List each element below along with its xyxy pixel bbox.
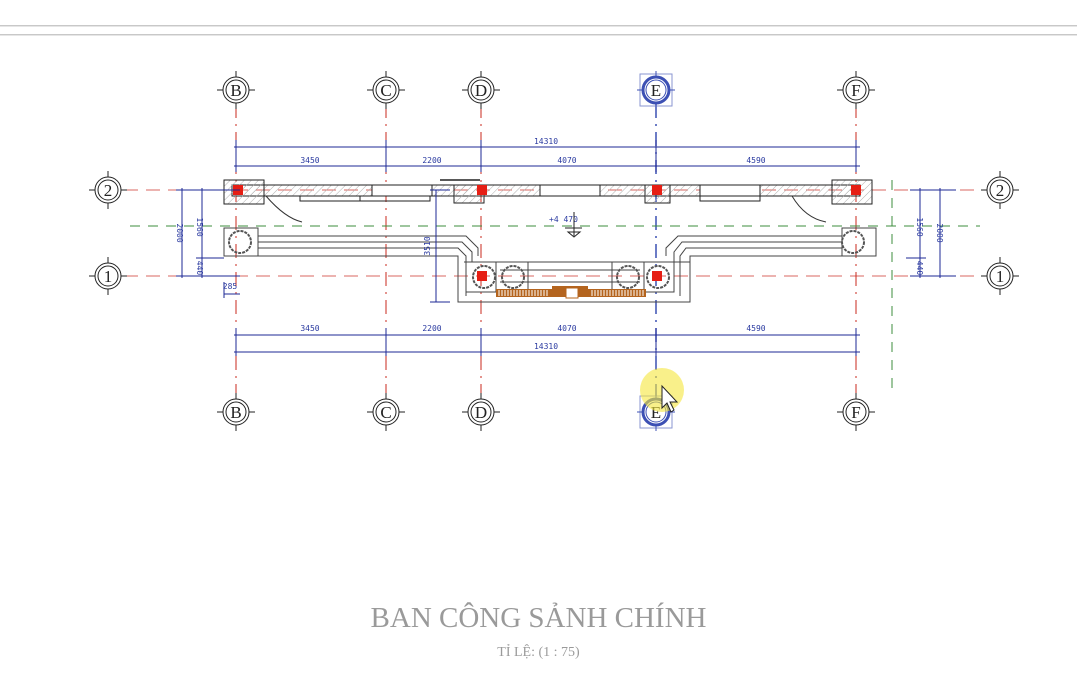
dim-right-lower: 440 <box>915 261 924 276</box>
reference-guides <box>130 180 980 392</box>
dim-bottom-seg-2: 2200 <box>422 324 441 333</box>
bubble-inner-ring <box>97 265 119 287</box>
drawing-title: BAN CÔNG SẢNH CHÍNH <box>370 602 707 634</box>
round-columns <box>228 230 865 289</box>
grid-bubble-left-1[interactable]: 1 <box>89 257 127 295</box>
dim-left-lower: 440 <box>195 261 204 276</box>
bubble-inner-ring <box>645 79 667 101</box>
dim-top-seg-4: 4590 <box>746 156 765 165</box>
dim-left-upper: 1560 <box>195 217 204 236</box>
balcony-walls <box>223 179 873 223</box>
grid-bubble-top-F[interactable]: F <box>837 71 875 109</box>
balcony-slab-outline <box>223 227 877 303</box>
dim-bottom-seg-4: 4590 <box>746 324 765 333</box>
dimension-lines <box>176 140 956 356</box>
window-top-border <box>0 25 1077 27</box>
elevation-label: +4 470 <box>549 215 578 224</box>
round-column <box>616 265 640 289</box>
grid-bubble-bottom-C[interactable]: C <box>367 393 405 431</box>
grid-label: E <box>651 81 661 100</box>
grid-bubble-top-E[interactable]: E <box>637 71 675 109</box>
round-column <box>841 230 865 254</box>
drawing-scale: TỈ LỆ: (1 : 75) <box>497 645 580 660</box>
window-separator <box>0 34 1077 36</box>
structural-column <box>652 271 662 281</box>
dim-top-seg-3: 4070 <box>557 156 576 165</box>
structural-column <box>652 185 662 195</box>
grid-bubble-bottom-B[interactable]: B <box>217 393 255 431</box>
structural-column <box>477 271 487 281</box>
grid-label: D <box>475 403 487 422</box>
grid-bubble-bottom-F[interactable]: F <box>837 393 875 431</box>
grid-label: B <box>230 81 241 100</box>
structural-columns <box>233 185 861 281</box>
grid-label: E <box>651 403 661 422</box>
grid-label: D <box>475 81 487 100</box>
bubble-inner-ring <box>845 79 867 101</box>
round-column <box>472 265 496 289</box>
grid-bubble-right-1[interactable]: 1 <box>981 257 1019 295</box>
bubble-inner-ring <box>225 401 247 423</box>
grid-bubble-left-2[interactable]: 2 <box>89 171 127 209</box>
dim-bottom-seg-1: 3450 <box>300 324 319 333</box>
dim-bottom-seg-3: 4070 <box>557 324 576 333</box>
grid-bubble-right-2[interactable]: 2 <box>981 171 1019 209</box>
grid-label: F <box>851 403 860 422</box>
bubble-inner-ring <box>375 401 397 423</box>
dim-left-outer: 2000 <box>175 223 184 242</box>
dim-top-seg-1: 3450 <box>300 156 319 165</box>
bubble-inner-ring <box>375 79 397 101</box>
grid-bubble-top-B[interactable]: B <box>217 71 255 109</box>
bubble-inner-ring <box>989 265 1011 287</box>
bubble-inner-ring <box>225 79 247 101</box>
bubble-inner-ring <box>97 179 119 201</box>
round-column <box>646 265 670 289</box>
structural-column <box>477 185 487 195</box>
grid-label: 1 <box>104 267 113 286</box>
grid-label: C <box>380 81 391 100</box>
bubble-inner-ring <box>470 401 492 423</box>
grid-label: F <box>851 81 860 100</box>
round-column <box>228 230 252 254</box>
round-column <box>501 265 525 289</box>
balcony-railing <box>496 286 646 299</box>
mouse-cursor <box>640 368 684 413</box>
dim-bottom-total: 14310 <box>534 342 558 351</box>
dim-left-offset: 285 <box>223 282 238 291</box>
grid-label: 1 <box>996 267 1005 286</box>
bubble-inner-ring <box>470 79 492 101</box>
dim-right-outer: 2000 <box>935 223 944 242</box>
structural-column <box>851 185 861 195</box>
bubble-inner-ring <box>989 179 1011 201</box>
grid-label: C <box>380 403 391 422</box>
grid-label: 2 <box>104 181 113 200</box>
grid-label: 2 <box>996 181 1005 200</box>
grid-bubble-top-D[interactable]: D <box>462 71 500 109</box>
elevation-marker: +4 470 <box>549 212 582 238</box>
grid-label: B <box>230 403 241 422</box>
dim-center-vertical: 3510 <box>423 236 432 255</box>
dim-top-seg-2: 2200 <box>422 156 441 165</box>
dim-right-upper: 1560 <box>915 217 924 236</box>
grid-bubble-bottom-D[interactable]: D <box>462 393 500 431</box>
bubble-inner-ring <box>845 401 867 423</box>
dim-top-total: 14310 <box>534 137 558 146</box>
grid-bubble-top-C[interactable]: C <box>367 71 405 109</box>
